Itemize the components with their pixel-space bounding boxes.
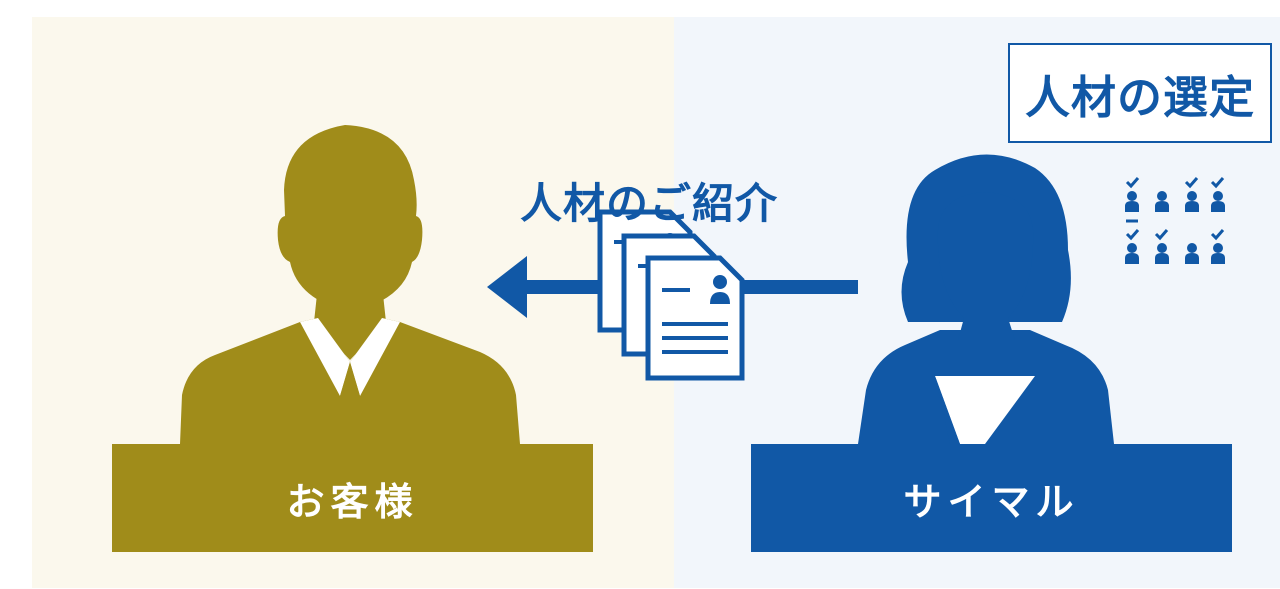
selection-label: 人材の選定 <box>1008 43 1272 143</box>
resume-stack-icon <box>597 209 745 381</box>
candidate-checklist-icon <box>1125 177 1225 264</box>
simul-label: サイマル <box>751 444 1232 552</box>
man-silhouette-icon <box>180 125 520 444</box>
customer-label: お客様 <box>112 444 593 552</box>
flow-label: 人材のご紹介 <box>520 178 779 228</box>
woman-silhouette-icon <box>858 154 1114 444</box>
